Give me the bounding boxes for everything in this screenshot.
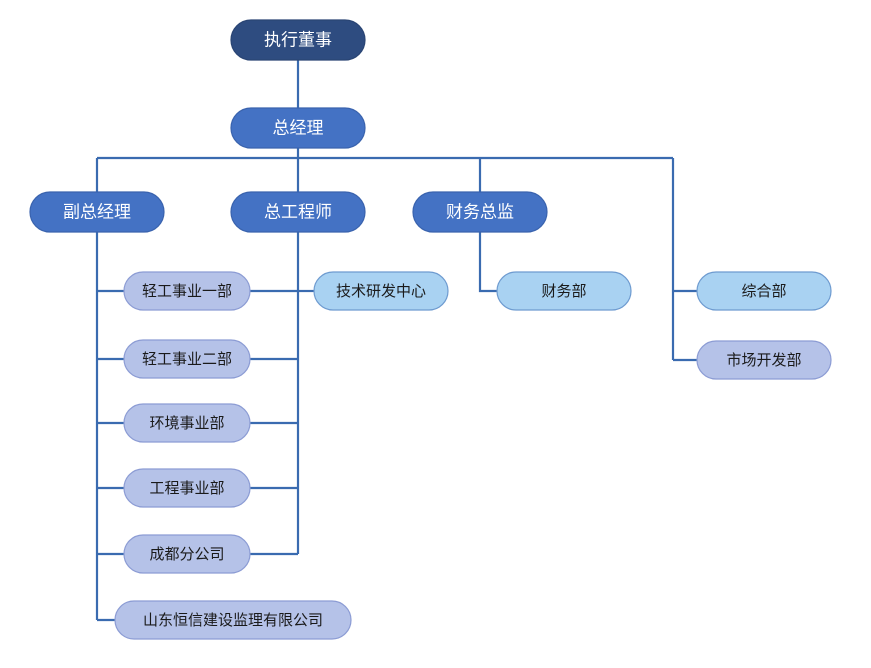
- node-shape-light_ind_2[interactable]: [123, 339, 251, 379]
- node-light_ind_2[interactable]: 轻工事业二部: [123, 339, 251, 379]
- node-shape-exec_director[interactable]: [230, 19, 366, 61]
- node-shape-general_mgr[interactable]: [230, 107, 366, 149]
- node-light_ind_1[interactable]: 轻工事业一部: [123, 271, 251, 311]
- node-shape-general_affairs[interactable]: [696, 271, 832, 311]
- node-exec_director[interactable]: 执行董事: [230, 19, 366, 61]
- node-shape-chief_engineer[interactable]: [230, 191, 366, 233]
- node-market_dev[interactable]: 市场开发部: [696, 340, 832, 380]
- node-deputy_gm[interactable]: 副总经理: [29, 191, 165, 233]
- node-shape-environment[interactable]: [123, 403, 251, 443]
- node-chief_engineer[interactable]: 总工程师: [230, 191, 366, 233]
- node-general_affairs[interactable]: 综合部: [696, 271, 832, 311]
- node-chengdu_branch[interactable]: 成都分公司: [123, 534, 251, 574]
- connector-cfo-to-finance: [478, 232, 497, 293]
- node-shape-light_ind_1[interactable]: [123, 271, 251, 311]
- node-shape-cfo[interactable]: [412, 191, 548, 233]
- node-engineering[interactable]: 工程事业部: [123, 468, 251, 508]
- node-finance_dept[interactable]: 财务部: [496, 271, 632, 311]
- node-rnd_center[interactable]: 技术研发中心: [313, 271, 449, 311]
- node-shape-rnd_center[interactable]: [313, 271, 449, 311]
- node-environment[interactable]: 环境事业部: [123, 403, 251, 443]
- node-shape-shandong_sub[interactable]: [114, 600, 352, 640]
- node-shandong_sub[interactable]: 山东恒信建设监理有限公司: [114, 600, 352, 640]
- node-general_mgr[interactable]: 总经理: [230, 107, 366, 149]
- node-shape-engineering[interactable]: [123, 468, 251, 508]
- node-shape-market_dev[interactable]: [696, 340, 832, 380]
- node-cfo[interactable]: 财务总监: [412, 191, 548, 233]
- node-shape-deputy_gm[interactable]: [29, 191, 165, 233]
- node-shape-finance_dept[interactable]: [496, 271, 632, 311]
- node-shape-chengdu_branch[interactable]: [123, 534, 251, 574]
- connector-layer: [95, 60, 697, 622]
